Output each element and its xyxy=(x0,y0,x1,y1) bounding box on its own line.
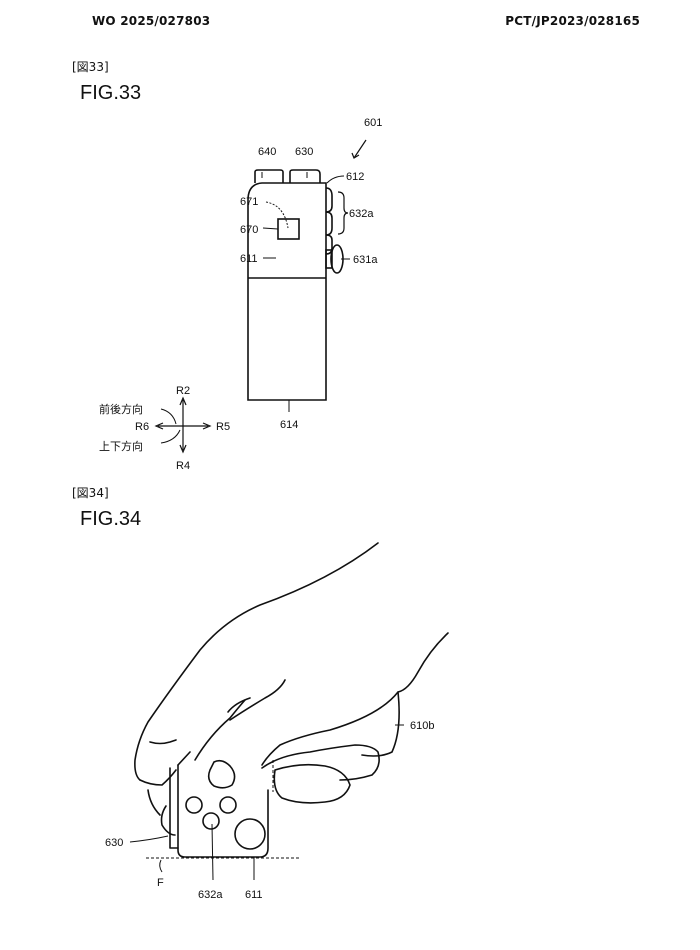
figure-33-tag: [図33] xyxy=(72,60,109,74)
figure-33-label: FIG.33 xyxy=(80,82,142,104)
label-611-fig34: 611 xyxy=(245,889,263,901)
hand-outline-back xyxy=(261,632,449,766)
housing-shape xyxy=(247,182,327,401)
label-up-down-direction: 上下方向 xyxy=(99,439,143,453)
button-632a xyxy=(202,812,220,830)
button-left xyxy=(185,796,203,814)
label-r2: R2 xyxy=(176,385,190,397)
label-630: 630 xyxy=(295,146,313,158)
device-611-shape xyxy=(177,764,269,858)
label-r6: R6 xyxy=(135,421,149,433)
label-671: 671 xyxy=(240,196,258,208)
publication-number: WO 2025/027803 xyxy=(92,14,211,28)
label-631a: 631a xyxy=(353,254,378,266)
button-630-shape xyxy=(289,169,321,183)
label-front-back-direction: 前後方向 xyxy=(99,402,143,416)
label-601: 601 xyxy=(364,117,382,129)
label-670: 670 xyxy=(240,224,258,236)
label-632a: 632a xyxy=(349,208,374,220)
stick-button xyxy=(234,818,266,850)
label-r4: R4 xyxy=(176,460,190,472)
button-right xyxy=(219,796,237,814)
label-610b: 610b xyxy=(410,720,434,732)
label-f: F xyxy=(157,877,164,889)
figure-34-label: FIG.34 xyxy=(80,508,142,530)
hand-outline-top xyxy=(134,542,379,781)
figure-34-tag: [図34] xyxy=(72,486,109,500)
label-632a-fig34: 632a xyxy=(198,889,223,901)
label-612: 612 xyxy=(346,171,364,183)
label-640: 640 xyxy=(258,146,276,158)
label-611: 611 xyxy=(240,253,258,265)
application-number: PCT/JP2023/028165 xyxy=(505,14,640,28)
palm-edge xyxy=(361,691,400,757)
device-630-shape xyxy=(169,767,179,849)
label-r5: R5 xyxy=(216,421,230,433)
button-640-shape xyxy=(254,169,284,183)
sensor-670-shape xyxy=(277,218,300,240)
figure-33-drawing: 601 640 630 612 671 670 611 632a 631a 61… xyxy=(99,117,382,472)
label-630-fig34: 630 xyxy=(105,837,123,849)
label-614: 614 xyxy=(280,419,298,431)
